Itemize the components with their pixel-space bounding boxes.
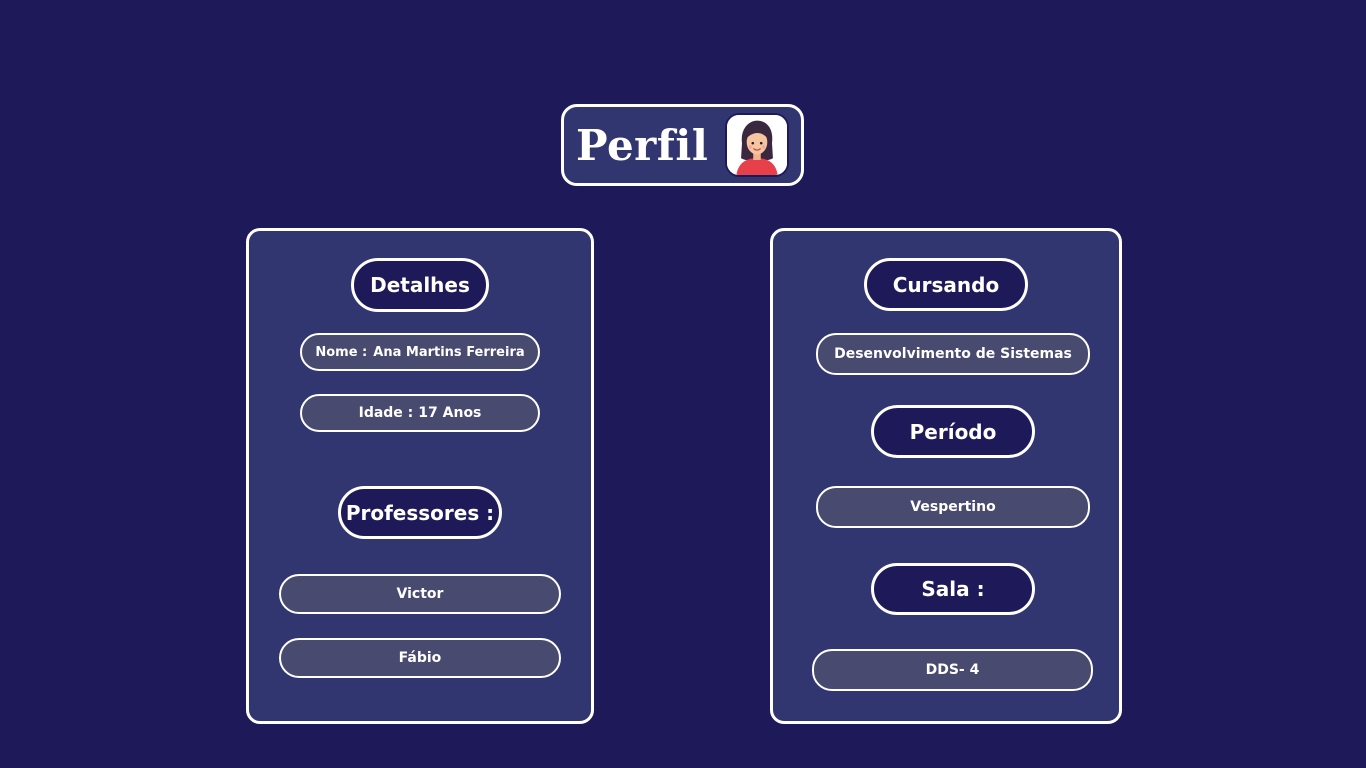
page-title: Perfil : [576, 121, 740, 170]
course-title: Cursando [864, 258, 1028, 311]
age-field: Idade : 17 Anos [300, 394, 540, 432]
name-value: Ana Martins Ferreira [373, 344, 525, 360]
room-title: Sala : [871, 563, 1035, 615]
avatar [725, 113, 789, 177]
name-label: Nome : [315, 344, 368, 360]
age-value: 17 Anos [418, 405, 482, 421]
age-label: Idade : [358, 405, 414, 421]
period-value: Vespertino [816, 486, 1090, 528]
teacher-item: Fábio [279, 638, 561, 678]
female-student-avatar-icon [727, 115, 787, 175]
name-field: Nome : Ana Martins Ferreira [300, 333, 540, 371]
teachers-title: Professores : [338, 486, 502, 539]
period-title: Período [871, 405, 1035, 458]
teacher-item: Victor [279, 574, 561, 614]
room-value: DDS- 4 [812, 649, 1093, 691]
details-title: Detalhes [351, 258, 489, 312]
course-value: Desenvolvimento de Sistemas [816, 333, 1090, 375]
